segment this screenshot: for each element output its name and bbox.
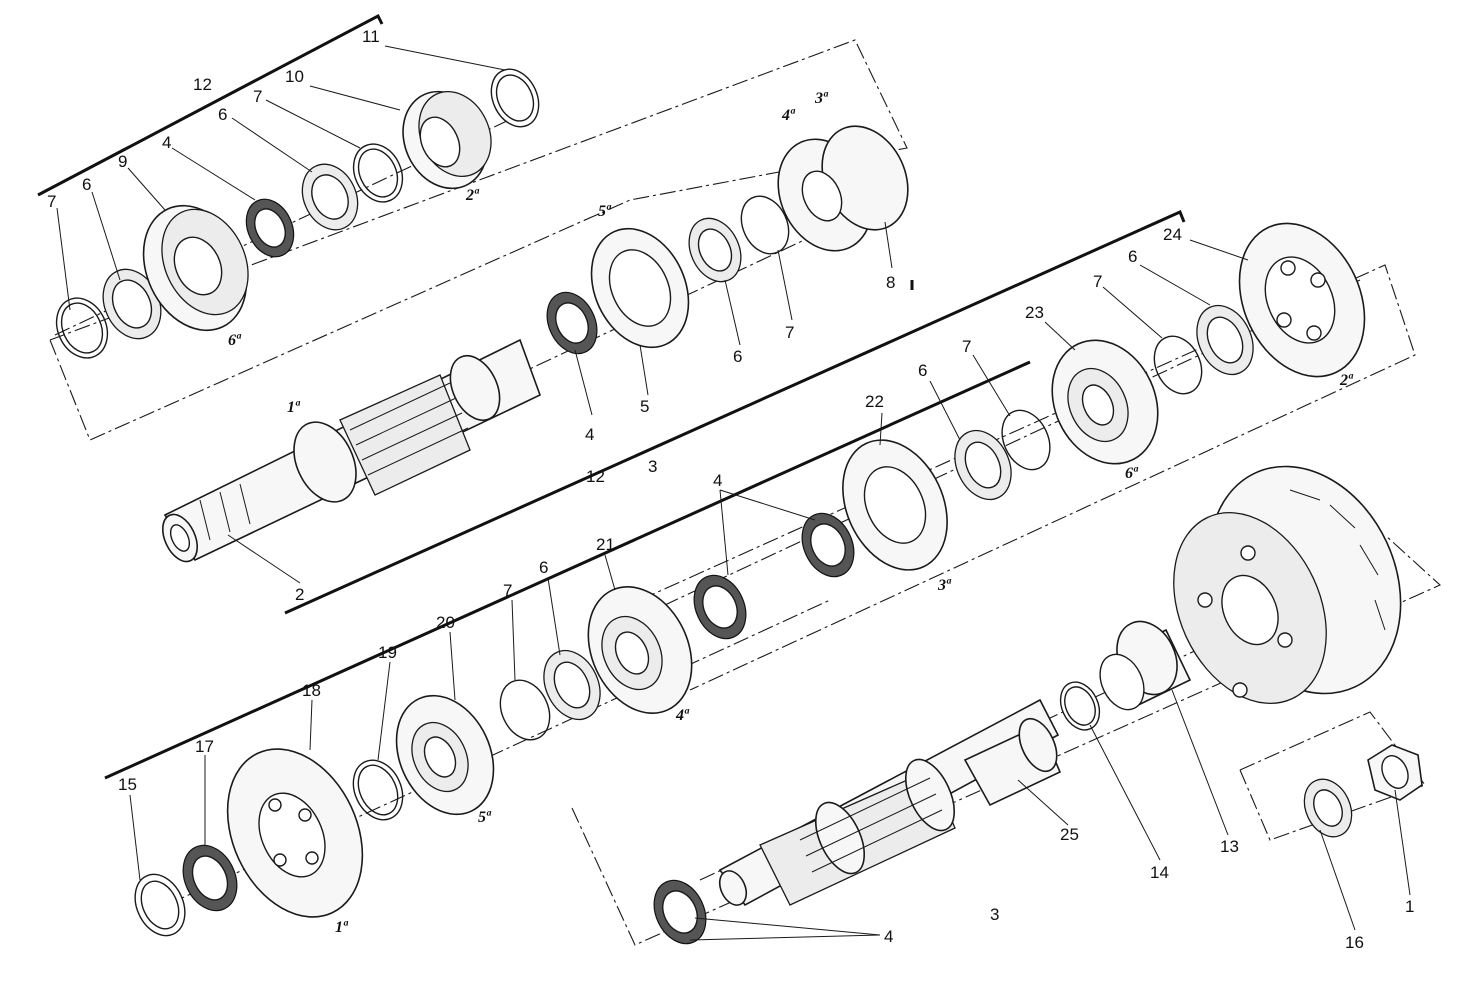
callout-13: 13 [1220, 837, 1239, 856]
callout-4-lower: 4 [884, 927, 893, 946]
callout-5: 5 [640, 397, 649, 416]
mark-third-upper: 3ª [814, 90, 829, 107]
callout-7-c: 7 [785, 323, 794, 342]
callout-6-a: 6 [218, 105, 227, 124]
circlip-19 [352, 759, 404, 821]
mark-second-upper: 2ª [465, 187, 480, 204]
callout-7-e: 7 [1093, 272, 1102, 291]
callout-labels: 11 12 10 7 6 4 9 6 7 4 5 6 7 8 12 3 2 4 … [47, 27, 1414, 952]
callout-3-mid: 3 [648, 457, 657, 476]
mark-fourth-upper: 4ª [781, 107, 796, 124]
mark-first-lower: 1ª [335, 919, 349, 936]
pulley-hub [1173, 465, 1402, 704]
callout-16: 16 [1345, 933, 1364, 952]
circlip-7-lower [499, 679, 551, 741]
shaft-gear-first [293, 421, 357, 503]
callout-7-d: 7 [962, 337, 971, 356]
callout-1: 1 [1405, 897, 1414, 916]
upper-group-parts [55, 68, 909, 563]
callout-8: 8 [886, 273, 895, 292]
callout-18: 18 [302, 681, 321, 700]
callout-9: 9 [118, 152, 127, 171]
callout-10: 10 [285, 67, 304, 86]
callout-12-mid: 12 [586, 467, 605, 486]
callout-7-a: 7 [253, 87, 262, 106]
callout-7-b: 7 [47, 192, 56, 211]
callout-25: 25 [1060, 825, 1079, 844]
callout-12-top: 12 [193, 75, 212, 94]
mark-first-shaft: 1ª [287, 399, 301, 416]
callout-4-a: 4 [162, 133, 171, 152]
callout-23: 23 [1025, 303, 1044, 322]
callout-14: 14 [1150, 863, 1169, 882]
callout-19: 19 [378, 643, 397, 662]
callout-7-f: 7 [503, 581, 512, 600]
mark-fifth-lower: 5ª [478, 809, 492, 826]
gear-marks: 2ª 4ª 3ª 6ª 5ª 1ª 2ª 6ª 3ª 4ª 5ª 1ª [228, 90, 1354, 936]
callout-6-e: 6 [1128, 247, 1137, 266]
callout-21: 21 [596, 535, 615, 554]
circlip-7-right [1153, 335, 1203, 395]
callout-6-f: 6 [539, 558, 548, 577]
middle-group-parts [693, 222, 1366, 640]
lower-group-parts [134, 465, 1423, 945]
circlip-7-mid [740, 195, 790, 255]
callout-3-lower: 3 [990, 905, 999, 924]
mark-second-middle: 2ª [1339, 372, 1354, 389]
primary-shaft-2 [161, 338, 541, 563]
callout-6-b: 6 [82, 175, 91, 194]
callout-15: 15 [118, 775, 137, 794]
group-brackets [37, 13, 1186, 780]
mark-third-middle: 3ª [937, 577, 952, 594]
callout-4-c: 4 [713, 471, 722, 490]
mark-sixth-middle: 6ª [1125, 465, 1139, 482]
mark-fifth-upper: 5ª [598, 203, 612, 220]
leader-lines [56, 45, 1411, 941]
callout-6-d: 6 [918, 361, 927, 380]
callout-24: 24 [1163, 225, 1182, 244]
callout-2: 2 [295, 585, 304, 604]
callout-17: 17 [195, 737, 214, 756]
circlip-7-upper [352, 143, 404, 203]
mark-fourth-lower: 4ª [675, 707, 690, 724]
callout-11: 11 [362, 27, 380, 46]
mark-sixth-upper: 6ª [228, 332, 242, 349]
callout-6-c: 6 [733, 347, 742, 366]
callout-20: 20 [436, 613, 455, 632]
secondary-shaft-25 [718, 698, 1062, 907]
callout-4-b: 4 [585, 425, 594, 444]
callout-22: 22 [865, 392, 884, 411]
circlip-7-middle [1001, 409, 1051, 471]
